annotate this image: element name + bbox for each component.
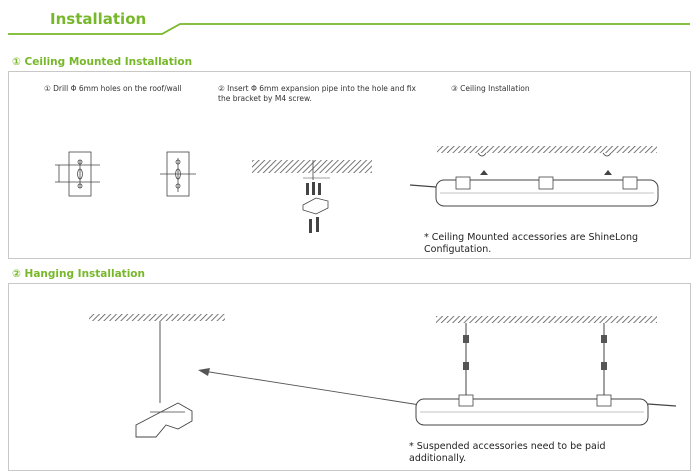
page-title: Installation — [50, 10, 147, 28]
bracket-drill-diagram — [55, 151, 100, 197]
step1-text: ① Drill Φ 6mm holes on the roof/wall — [44, 84, 182, 93]
expansion-pipe-diagram — [252, 160, 372, 233]
ceiling-section-title: ① Ceiling Mounted Installation — [12, 56, 193, 68]
step2-line1: ② Insert Φ 6mm expansion pipe into the h… — [218, 84, 416, 93]
suspended-bracket-diagram — [89, 314, 225, 438]
ceiling-note-line1: * Ceiling Mounted accessories are ShineL… — [424, 232, 639, 243]
hanging-note-line2: additionally. — [409, 453, 467, 464]
step3-text: ③ Ceiling Installation — [451, 84, 530, 93]
detail-arrow — [198, 368, 421, 406]
ceiling-fixture-diagram — [409, 146, 659, 207]
hanging-note-line1: * Suspended accessories need to be paid — [409, 441, 606, 452]
bracket-plate-diagram — [160, 151, 196, 197]
hanging-note: * Suspended accessories need to be paid … — [409, 441, 659, 465]
ceiling-note: * Ceiling Mounted accessories are ShineL… — [424, 232, 654, 256]
step2-line2: the bracket by M4 screw. — [218, 94, 312, 103]
step2-text: ② Insert Φ 6mm expansion pipe into the h… — [218, 84, 418, 104]
hanging-fixture-diagram — [415, 316, 677, 426]
hanging-section-title: ② Hanging Installation — [12, 268, 145, 280]
ceiling-note-line2: Configutation. — [424, 244, 492, 255]
